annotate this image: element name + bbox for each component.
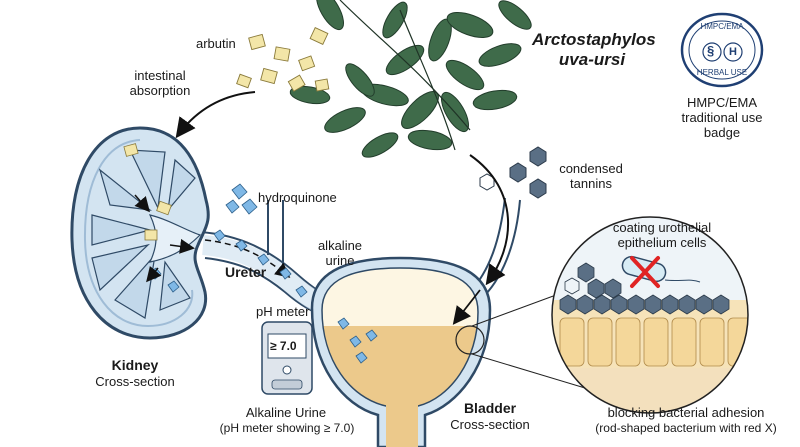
- label-condensed-tannins: condensed tannins: [559, 161, 623, 191]
- label-blocking-note: (rod-shaped bacterium with red X): [595, 421, 777, 435]
- label-intestinal-absorption: intestinal absorption: [129, 68, 191, 98]
- label-arbutin: arbutin: [196, 36, 236, 51]
- label-badge-caption: HMPC/EMA traditional use badge: [681, 95, 763, 140]
- bearberry-leaves: [289, 0, 532, 158]
- label-ph-meter: pH meter: [256, 304, 310, 319]
- badge-section-symbol: §: [707, 43, 715, 58]
- hmpc-badge: [680, 12, 764, 88]
- label-blocking-adhesion: blocking bacterial adhesion: [607, 405, 765, 420]
- label-ureter: Ureter: [225, 264, 267, 280]
- ph-meter-reading: ≥ 7.0: [270, 339, 297, 353]
- arbutin-cubes: [236, 27, 330, 92]
- label-coating-urothelial: coating urothelial epithelium cells: [612, 220, 712, 250]
- ph-meter-device: [261, 321, 313, 395]
- badge-h-symbol: H: [729, 46, 737, 58]
- zoom-connector: [471, 294, 586, 389]
- kidney-cross-section: [70, 126, 210, 340]
- badge-bottom-text: HERBAL USE: [696, 68, 748, 77]
- label-plant-name-line1: Arctostaphylos: [532, 30, 656, 49]
- label-ph-meter-note: (pH meter showing ≥ 7.0): [219, 421, 355, 435]
- label-kidney: Kidney: [111, 357, 159, 373]
- hydroquinone-crystals: [213, 183, 308, 298]
- label-plant-name-line2: uva-ursi: [558, 50, 626, 69]
- label-kidney-sub: Cross-section: [95, 374, 175, 389]
- label-hydroquinone: hydroquinone: [258, 190, 337, 205]
- label-alkaline-urine-bottom: Alkaline Urine: [245, 405, 327, 420]
- label-bladder: Bladder: [463, 400, 517, 416]
- label-alkaline-urine-top: alkaline urine: [317, 238, 363, 268]
- badge-top-text: HMPC/EMA: [700, 22, 744, 31]
- bladder-cross-section: [310, 256, 492, 447]
- label-bladder-sub: Cross-section: [450, 417, 530, 432]
- tannin-hexagons: [479, 146, 547, 199]
